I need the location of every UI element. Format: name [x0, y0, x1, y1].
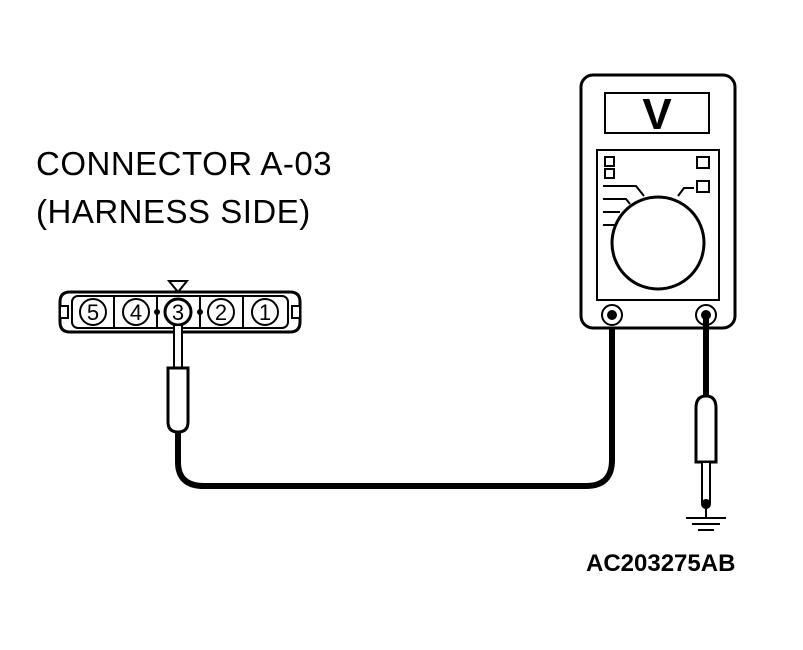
voltmeter: V — [579, 73, 737, 330]
meter-display — [604, 92, 710, 134]
pin-5-label: 5 — [87, 300, 99, 325]
probe-connector — [166, 324, 190, 434]
connector-latch-right — [291, 305, 301, 319]
figure-code: AC203275AB — [586, 550, 736, 577]
connector-title: CONNECTOR A-03 — [36, 145, 333, 182]
pin-4-label: 4 — [130, 300, 142, 325]
pin-4: 4 — [122, 298, 150, 326]
pin-2-label: 2 — [215, 300, 227, 325]
pin-1: 1 — [251, 298, 279, 326]
connector-caption: CONNECTOR A-03 (HARNESS SIDE) — [36, 140, 332, 236]
test-lead-wire — [175, 320, 615, 489]
pin-5: 5 — [79, 298, 107, 326]
meter-mode-symbol: V — [642, 90, 672, 139]
pin-1-label: 1 — [259, 300, 271, 325]
meter-selector-dial — [610, 195, 706, 291]
pin-3: 3 — [163, 297, 193, 327]
connector-latch-left — [59, 305, 69, 319]
connector-side-label: (HARNESS SIDE) — [36, 193, 311, 230]
pin-3-label: 3 — [172, 300, 184, 325]
pin-2: 2 — [207, 298, 235, 326]
ground-symbol-icon — [686, 508, 726, 531]
pin-marker-triangle-icon — [166, 280, 190, 294]
ground-probe — [694, 318, 718, 509]
connector-a03: 5 4 3 2 1 — [58, 280, 302, 334]
